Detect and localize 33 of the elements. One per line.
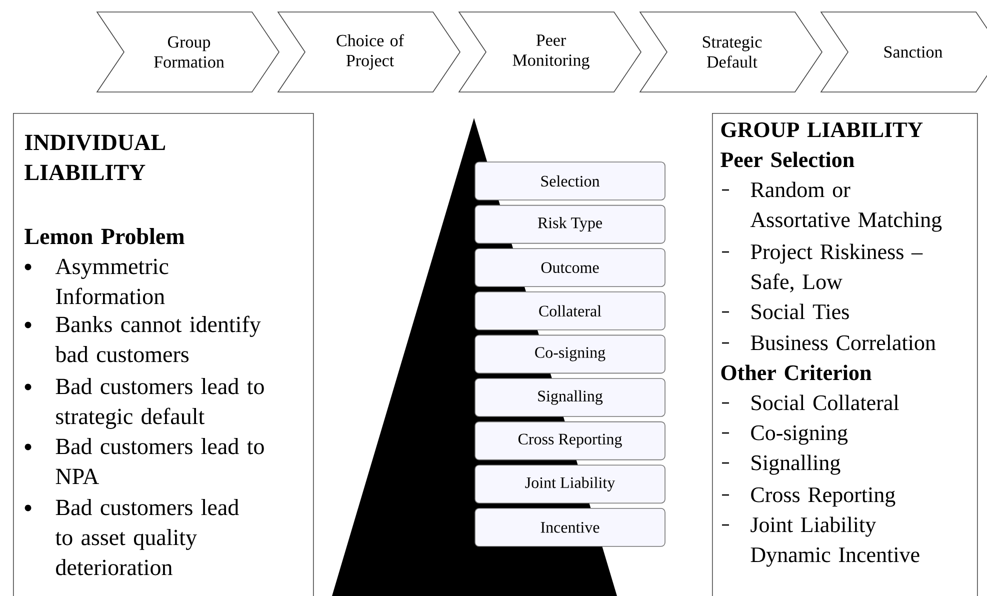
list-item: Bad customers lead to strategic default: [24, 378, 264, 429]
stage-box: Sanction: [820, 12, 987, 92]
label-box: Signalling: [474, 378, 666, 417]
heading: INDIVIDUAL LIABILITY: [24, 134, 166, 180]
stage-box: Peer Monitoring: [458, 12, 642, 92]
heading: Peer Selection: [720, 152, 854, 168]
list-item: Asymmetric Information: [24, 258, 168, 304]
stage-box: Group Formation: [96, 12, 280, 92]
list-item: Co-signing: [722, 425, 848, 445]
list-item: Bad customers lead to asset quality deterioration: [24, 499, 239, 576]
label-box: Cross Reporting: [474, 421, 666, 460]
label-box: Risk Type: [474, 204, 666, 244]
heading: GROUP LIABILITY: [721, 122, 923, 138]
list-item: Banks cannot identify bad customers: [24, 316, 261, 362]
list-item: Business Correlation: [722, 334, 936, 350]
stage-box: Choice of Project: [277, 12, 460, 92]
label-box: Co-signing: [474, 334, 666, 374]
list-item: Social Collateral: [722, 394, 899, 410]
list-item: Random or Assortative Matching: [722, 182, 942, 232]
heading: Other Criterion: [721, 364, 872, 380]
list-item: Project Riskiness – Safe, Low: [722, 244, 923, 292]
list-item: Social Ties: [722, 304, 849, 320]
heading: Lemon Problem: [24, 228, 184, 244]
list-item: Signalling: [722, 454, 840, 475]
label-box: Incentive: [474, 508, 666, 547]
list-item: Bad customers lead to NPA: [24, 438, 264, 484]
label-box: Selection: [474, 162, 666, 200]
list-item: Cross Reporting: [722, 487, 896, 507]
list-item: Joint Liability Dynamic Incentive: [722, 516, 920, 567]
label-box: Joint Liability: [474, 464, 666, 504]
label-box: Outcome: [474, 248, 666, 287]
label-box: Collateral: [474, 292, 666, 330]
stage-box: Strategic Default: [639, 12, 822, 92]
